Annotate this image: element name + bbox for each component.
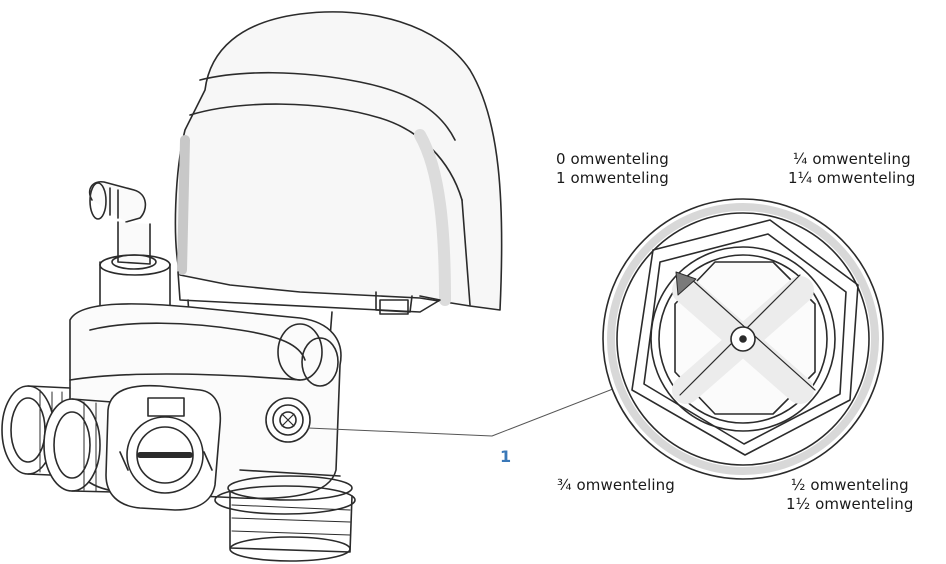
label-top-right-line2: 1¼ omwenteling [788, 169, 916, 187]
bottom-thread [214, 485, 356, 562]
label-bottom-left: ¾ omwenteling [557, 476, 675, 495]
label-bottom-left-line1: ¾ omwenteling [557, 476, 675, 494]
left-outlets [1, 385, 115, 493]
motor-cover [174, 11, 503, 311]
label-top-right-line1: ¼ omwenteling [792, 150, 911, 168]
bypass-knob [105, 384, 222, 511]
callout-number: 1 [500, 447, 512, 466]
dial-zoom [602, 198, 884, 480]
label-top-left-line1: 0 omwenteling [556, 150, 669, 168]
top-pipe [88, 180, 171, 323]
label-top-left: 0 omwenteling 1 omwenteling [556, 150, 669, 188]
label-top-left-line2: 1 omwenteling [556, 169, 669, 187]
adjustment-screw [265, 397, 311, 443]
label-bottom-right-line2: 1½ omwenteling [786, 495, 914, 513]
label-bottom-right-line1: ½ omwenteling [790, 476, 909, 494]
label-top-right: ¼ omwenteling 1¼ omwenteling [788, 150, 916, 188]
label-bottom-right: ½ omwenteling 1½ omwenteling [786, 476, 914, 514]
